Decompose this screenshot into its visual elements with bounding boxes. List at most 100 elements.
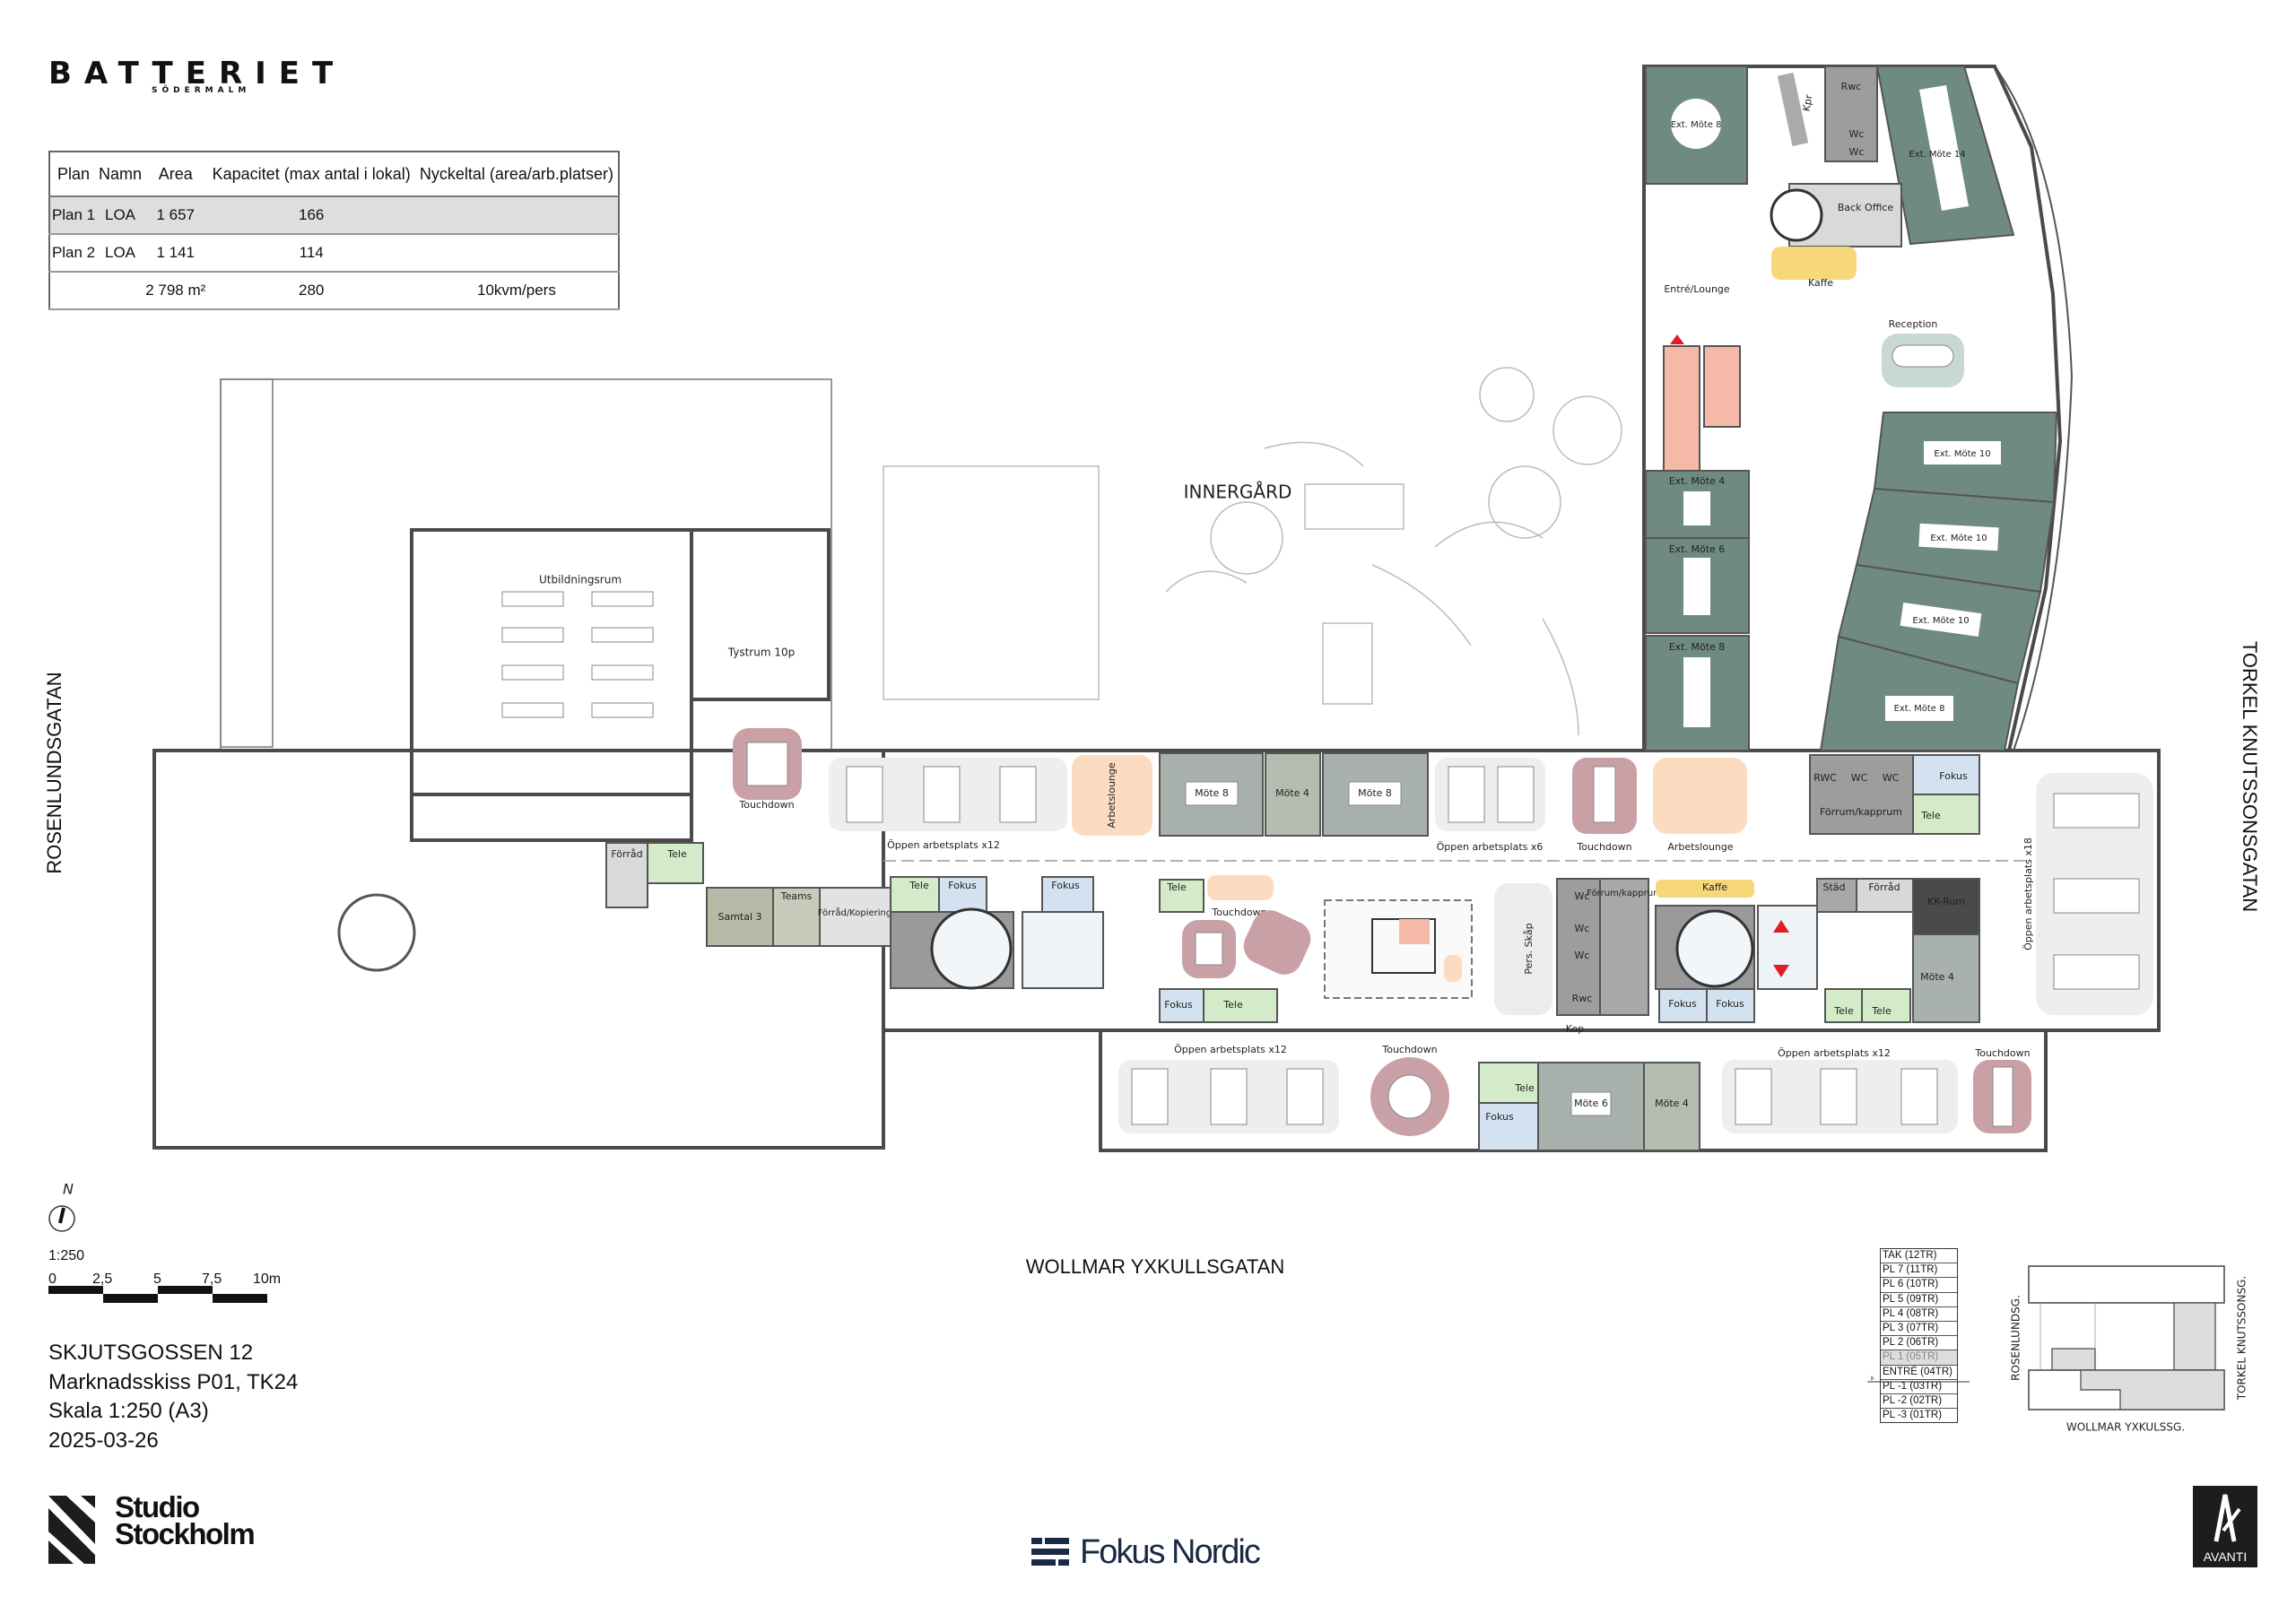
room-label: Kaffe (1808, 277, 1833, 289)
cell (49, 272, 98, 310)
cell (414, 234, 619, 273)
room-fokus (1658, 988, 1708, 1023)
room-label: Kpr (1800, 93, 1814, 112)
room-label: Ext. Möte 8 (1669, 641, 1726, 653)
room-label: Förrum/kapprum (1587, 889, 1662, 898)
avanti-logo: AVANTI (2193, 1486, 2257, 1567)
room-fokus (938, 876, 987, 913)
staircase (1663, 345, 1700, 472)
room-label: Städ (1822, 881, 1845, 893)
room-label: Förråd (1868, 881, 1900, 893)
fokus-nordic-logo: Fokus Nordic (1031, 1532, 1261, 1573)
room-label: Utbildningsrum (539, 574, 622, 586)
room-label: Wc (1849, 128, 1865, 140)
room-label: Wc (1575, 890, 1590, 902)
room-label: Tele (666, 848, 687, 860)
cell (97, 272, 144, 310)
courtyard-label: INNERGÅRD (1184, 482, 1292, 503)
logo-sub: SÖDERMALM (152, 86, 251, 95)
cell (414, 196, 619, 235)
room-label: Öppen arbetsplats x6 (1437, 841, 1544, 853)
street-south: WOLLMAR YXKULLSGATAN (1026, 1255, 1285, 1278)
room-label: Fokus (1051, 880, 1080, 891)
room-tele (647, 842, 704, 884)
entrance-arrow-down-icon (1773, 965, 1789, 977)
scale-bar (48, 1286, 267, 1303)
pers-skap (1494, 883, 1552, 1015)
room-label: Teams (780, 890, 813, 902)
room-ext-mote-8 (1819, 635, 2020, 751)
room-label: Touchdown (1576, 841, 1631, 853)
floor-item: PL -2 (02TR) (1881, 1394, 1957, 1410)
room-label: KK-Rum (1927, 896, 1965, 907)
scale-tick: 10m (253, 1271, 282, 1287)
room-arbetslounge (1653, 758, 1747, 834)
scale-tick: 5 (153, 1271, 161, 1287)
col-kapacitet: Kapacitet (max antal i lokal) (207, 152, 415, 197)
room-label: Touchdown (1974, 1047, 2030, 1059)
room-touchdown (1243, 910, 1311, 975)
floor-item: PL 2 (06TR) (1881, 1336, 1957, 1351)
entrance-lobby (1757, 905, 1818, 990)
wc-block (1824, 65, 1878, 162)
room-label: Förråd (611, 848, 642, 860)
north-label: N (63, 1181, 74, 1198)
room-label: Fokus (1485, 1111, 1514, 1123)
staircase (1703, 345, 1741, 428)
room-label: Förrum/kapprum (1820, 806, 1902, 818)
batteriet-logo: BATTERIET SÖDERMALM (48, 54, 333, 99)
col-nyckeltal: Nyckeltal (area/arb.platser) (414, 152, 619, 197)
room-label: Möte 8 (1195, 787, 1229, 799)
room-label: Ext. Möte 8 (1894, 704, 1945, 714)
total-ratio: 10kvm/pers (414, 272, 619, 310)
desks (846, 766, 1037, 823)
room-fokus (1041, 876, 1094, 913)
fokus-nordic-mark-icon (1031, 1538, 1069, 1566)
floor-item-current: PL 1 (05TR) (1881, 1350, 1957, 1366)
room-label: Ext. Möte 8 (1671, 120, 1722, 130)
room-label: Arbetslounge (1106, 762, 1118, 829)
room-label: Touchdown (738, 799, 794, 811)
room-label: Tele (909, 880, 929, 891)
room-label: Ext. Möte 6 (1669, 543, 1726, 555)
scale-tick: 7,5 (202, 1271, 222, 1287)
floor-item: PL 3 (07TR) (1881, 1322, 1957, 1337)
fokus-nordic-text: Fokus Nordic (1080, 1532, 1261, 1571)
room-label: Entré/Lounge (1664, 283, 1730, 295)
floor-list: TAK (12TR) PL 7 (11TR) PL 6 (10TR) PL 5 … (1880, 1248, 1958, 1424)
area-table: Plan Namn Area Kapacitet (max antal i lo… (48, 151, 620, 310)
room-label: Back Office (1838, 202, 1894, 213)
east-wing (1642, 65, 2063, 752)
room-label: RWC (1813, 772, 1837, 784)
avanti-mark-icon (2213, 1494, 2241, 1542)
street-east: TORKEL KNUTSSONSGATAN (2239, 641, 2261, 912)
logo-word: BATTERIET (48, 56, 346, 91)
room-label: Fokus (948, 880, 977, 891)
kaffe (1771, 247, 1857, 280)
room-label: Ext. Möte 4 (1669, 475, 1726, 487)
room-label: Samtal 3 (718, 911, 761, 923)
floor-item: PL 5 (09TR) (1881, 1293, 1957, 1307)
room-label: Arbetslounge (1667, 841, 1734, 853)
cell: 1 657 (143, 196, 208, 235)
room-label: Möte 4 (1275, 787, 1309, 799)
room-label: WC (1851, 772, 1868, 784)
room-fokus (1912, 754, 1980, 795)
room-label: Ext. Möte 14 (1909, 150, 1965, 160)
room-tele (1861, 988, 1911, 1023)
cell: LOA (97, 196, 144, 235)
room-label: Förråd/Kopiering (818, 907, 891, 918)
floor-item: PL -3 (01TR) (1883, 1410, 1943, 1421)
room-label: Fokus (1716, 998, 1744, 1010)
room-kk-rum (1912, 878, 1980, 935)
coat-rack (1777, 73, 1809, 146)
room-label: Wc (1849, 146, 1865, 158)
room-mote-4 (1643, 1062, 1700, 1151)
room-label: Touchdown (1381, 1044, 1437, 1055)
room-stad (1816, 878, 1857, 913)
floor-item: PL 7 (11TR) (1881, 1263, 1957, 1279)
